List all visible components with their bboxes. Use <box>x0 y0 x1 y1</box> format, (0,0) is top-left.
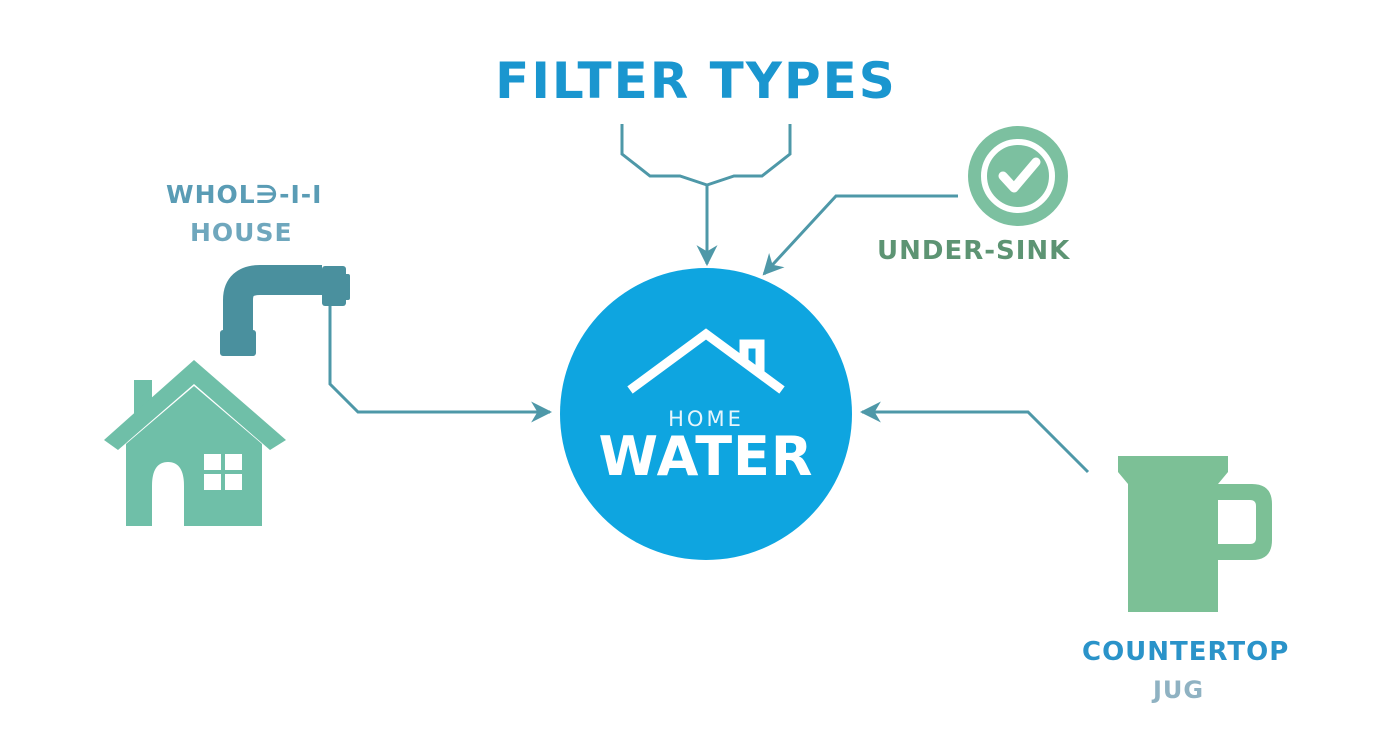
countertop-label-line2: JUG <box>1153 676 1205 704</box>
diagram-title: FILTER TYPES <box>495 52 897 110</box>
hub-node <box>560 268 852 560</box>
title-branch-left <box>620 124 708 187</box>
under-sink-label: UNDER-SINK <box>877 236 1071 266</box>
whole-house-label-line2: HOUSE <box>190 218 293 247</box>
roof-icon <box>627 328 785 394</box>
whole-house-label-line1: WHOL∋-I-I <box>166 180 323 209</box>
hub-label-water: WATER <box>598 425 814 488</box>
hub-label-home: HOME <box>668 407 744 431</box>
house-icon <box>104 360 286 526</box>
countertop-connector <box>859 401 1090 474</box>
jug-icon <box>1118 456 1272 612</box>
pipe-icon <box>220 265 350 356</box>
hub-circle <box>560 268 852 560</box>
under-sink-connector <box>762 194 958 276</box>
title-branch-right <box>706 124 792 187</box>
countertop-label-line1: COUNTERTOP <box>1082 637 1290 667</box>
title-connector <box>620 124 792 267</box>
check-icon <box>968 126 1068 226</box>
whole-house-connector <box>328 306 553 423</box>
